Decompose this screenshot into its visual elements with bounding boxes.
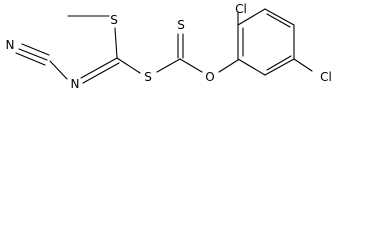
bond-sulfur-central-carbon	[114, 27, 118, 59]
atom-label-chlorine-top: Cl	[235, 2, 247, 16]
atom-label-thione-s: S	[177, 18, 185, 32]
bond-thioester-s-thiocarbonyl-c	[156, 58, 181, 73]
atom-label-thioester-s: S	[144, 70, 152, 84]
atom-label-set: N N S S S O Cl Cl	[6, 2, 332, 91]
benzene-ring	[237, 8, 295, 76]
bond-thiocarbonyl-c-oxygen	[179, 58, 203, 73]
bond-oxygen-ring	[218, 59, 239, 73]
chemical-structure-diagram: N N S S S O Cl Cl	[6, 2, 332, 91]
bond-double-thione	[177, 33, 184, 59]
atom-label-nitrile-n: N	[6, 38, 15, 52]
bond-cyano-carbon-imine-n	[49, 60, 68, 80]
atom-label-imine-n: N	[71, 77, 80, 91]
atom-label-chlorine-right: Cl	[320, 70, 332, 84]
atom-label-ester-o: O	[205, 70, 214, 84]
bond-central-carbon-thioester-s	[116, 57, 141, 74]
bond-double-imine	[80, 57, 120, 84]
bond-triple-cyano	[15, 43, 50, 66]
bond-ring-chlorine-right	[293, 58, 313, 72]
atom-label-methyl-s: S	[110, 13, 118, 27]
bond-set	[15, 8, 313, 84]
